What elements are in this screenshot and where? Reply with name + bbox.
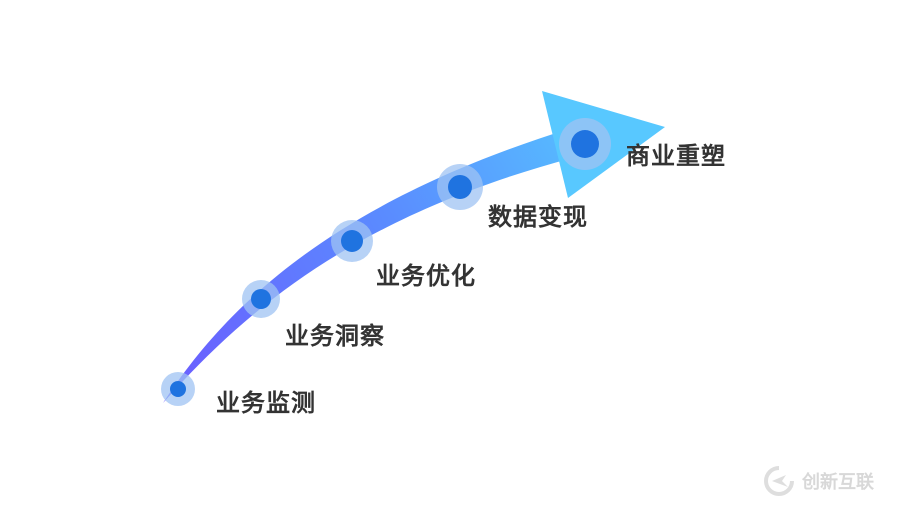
stage-label-monitoring: 业务监测 (216, 389, 316, 417)
stage-node-0 (161, 372, 195, 406)
stage-node-2 (331, 220, 373, 262)
stage-label-reshaping: 商业重塑 (626, 142, 726, 170)
stage-label-monetization: 数据变现 (488, 203, 588, 231)
stage-node-3 (437, 164, 483, 210)
watermark-text: 创新互联 (802, 472, 874, 493)
stage-label-insight: 业务洞察 (285, 322, 385, 350)
watermark: 创新互联 (762, 466, 874, 496)
stage-node-4 (559, 118, 611, 170)
logo-icon (764, 466, 794, 496)
arrow-shaft (163, 128, 572, 403)
stage-label-optimization: 业务优化 (376, 262, 476, 290)
stage-node-1 (242, 280, 280, 318)
